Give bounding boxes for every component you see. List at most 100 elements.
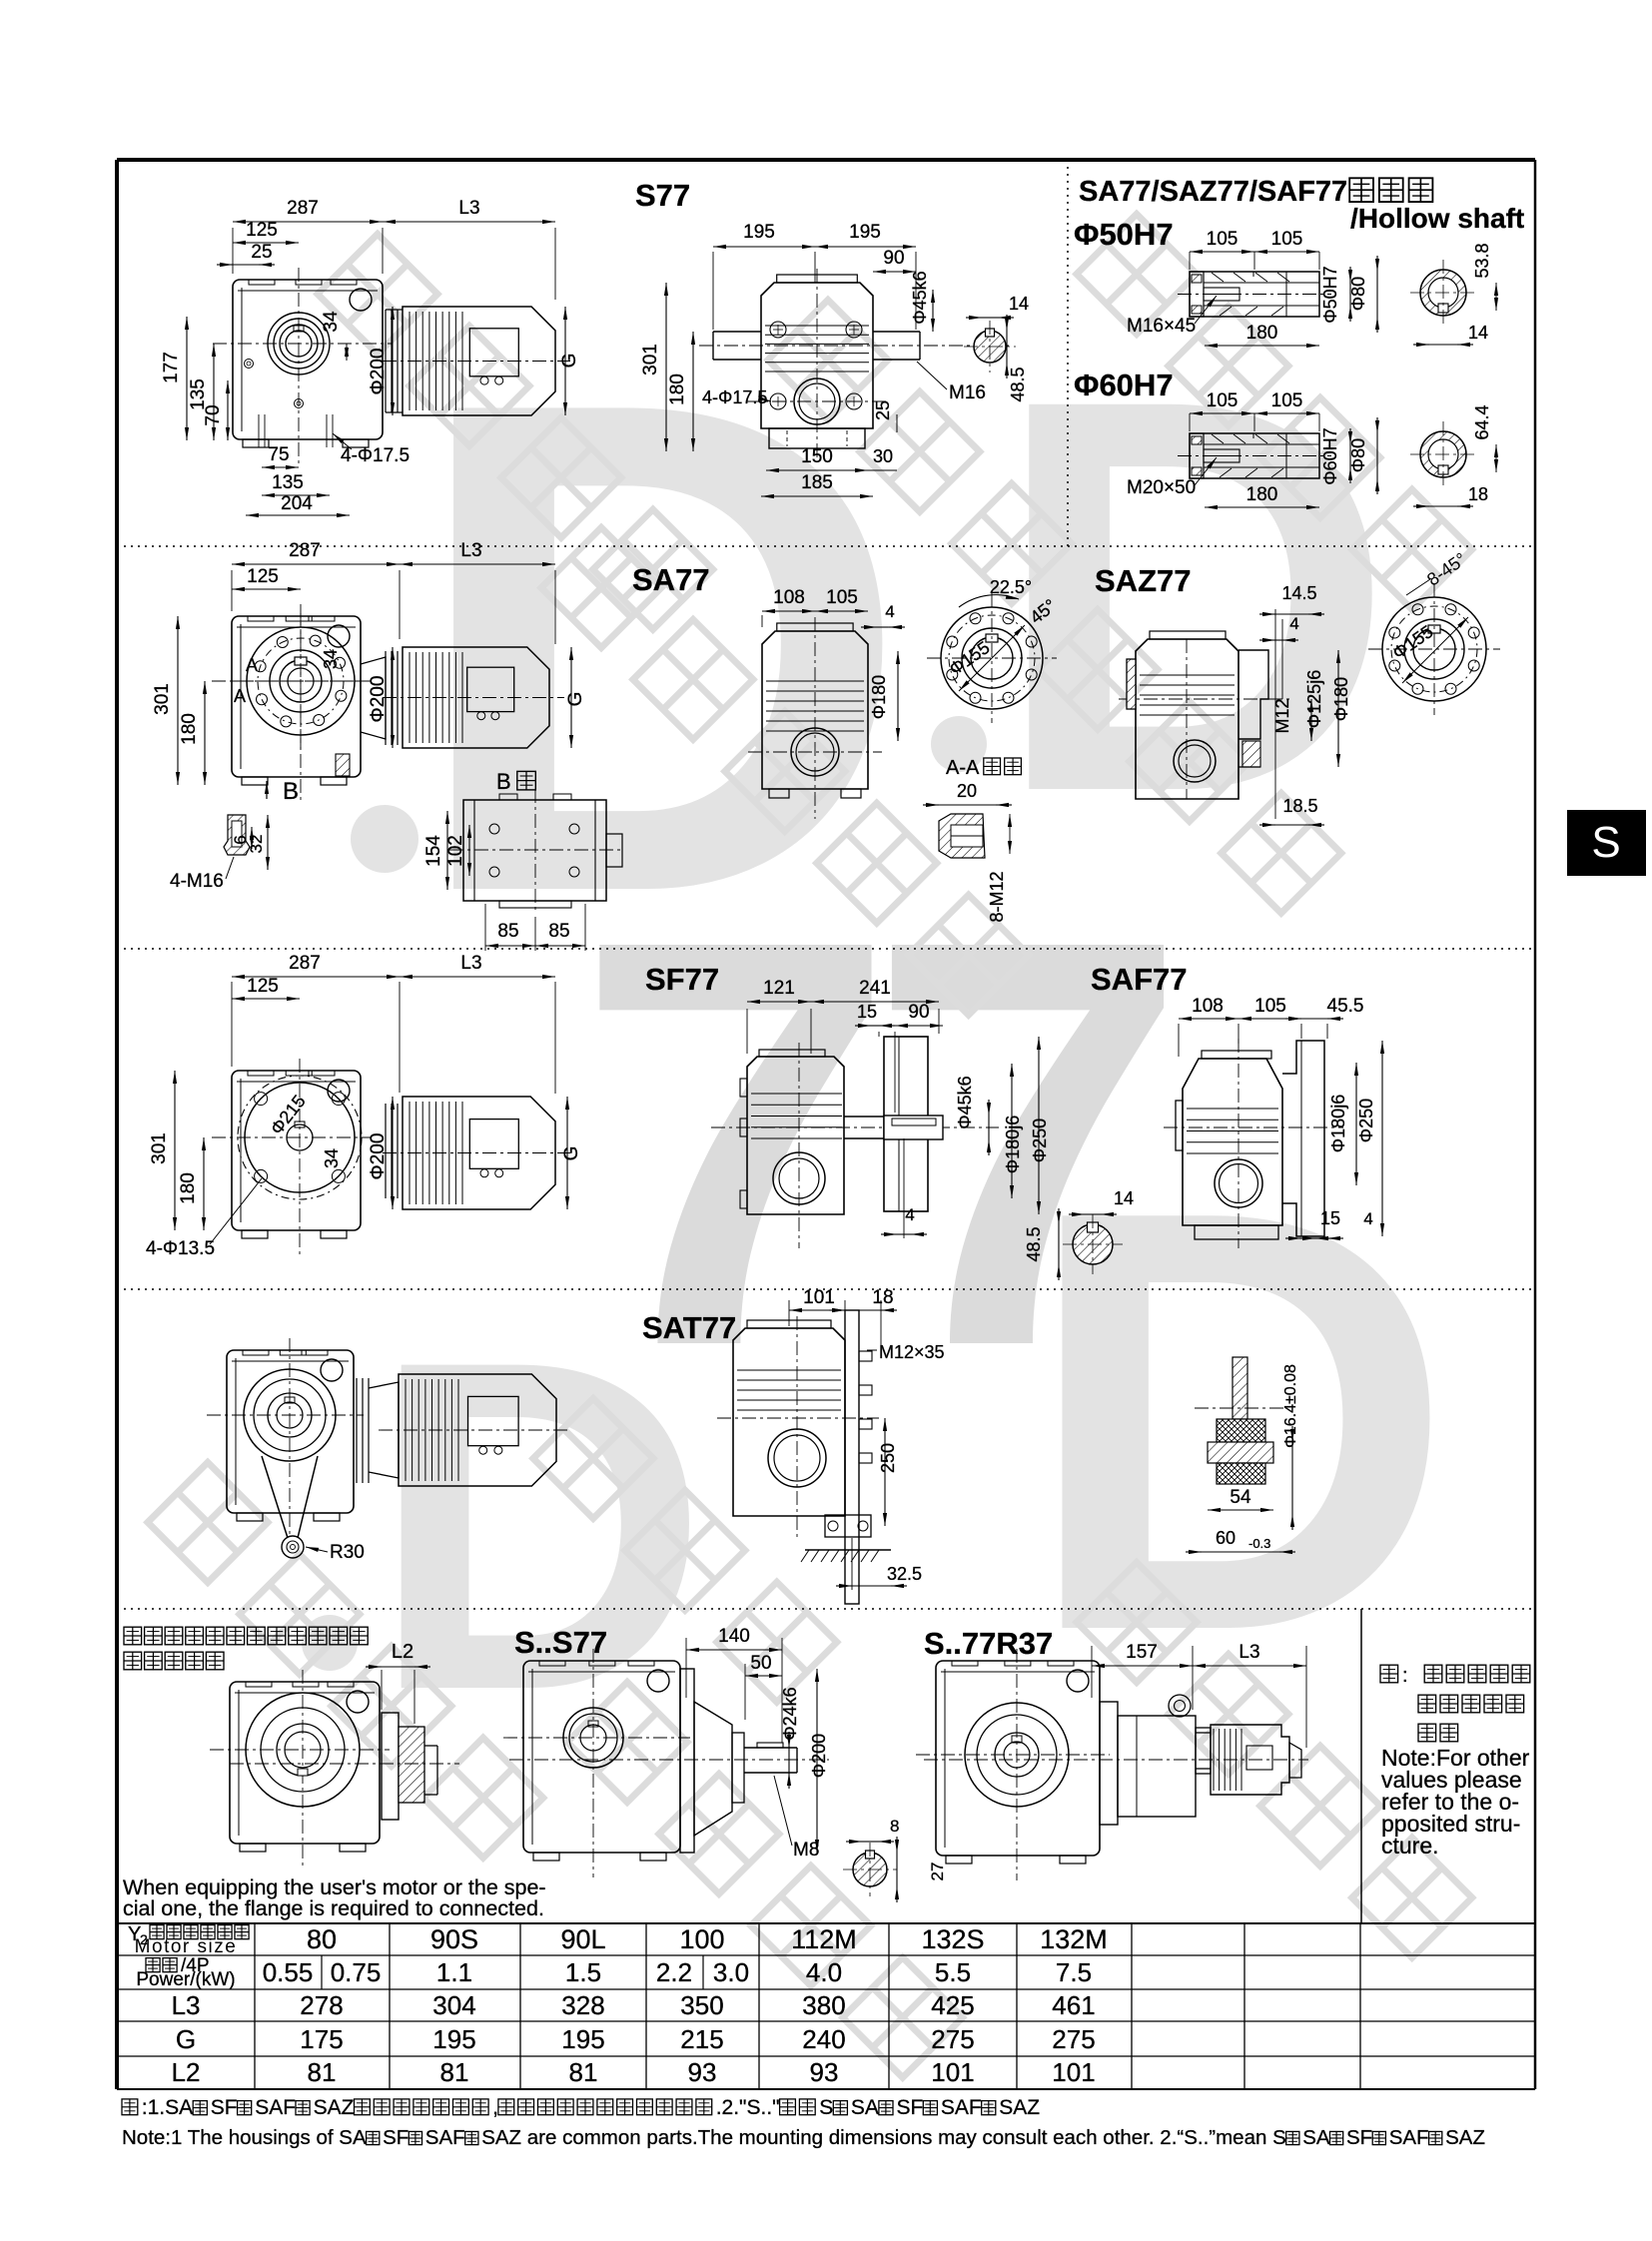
svg-text:195: 195 [849,222,881,243]
svg-text:values please: values please [1381,1767,1522,1793]
svg-text:195: 195 [561,2024,604,2054]
svg-text:53.8: 53.8 [1472,243,1492,278]
svg-text:S77: S77 [635,178,690,213]
svg-text:77: 77 [574,819,1166,1466]
svg-text:SAF: SAF [255,2096,296,2119]
svg-text:108: 108 [1192,996,1224,1017]
svg-text:328: 328 [561,1990,604,2020]
svg-text:15: 15 [1320,1208,1340,1228]
svg-text:132M: 132M [1040,1924,1108,1954]
svg-text:L3: L3 [460,540,481,561]
svg-text:461: 461 [1052,1990,1095,2020]
svg-text:32: 32 [247,835,266,854]
svg-text:SAT77: SAT77 [642,1310,736,1345]
svg-text:S: S [1591,818,1620,867]
svg-text:48.5: 48.5 [1008,367,1028,401]
svg-text:Φ80: Φ80 [1348,438,1368,472]
svg-text:Φ125j6: Φ125j6 [1304,670,1324,728]
svg-text:G: G [559,354,580,369]
svg-text:250: 250 [878,1443,898,1473]
svg-text:Φ200: Φ200 [368,1133,389,1180]
svg-text:Φ200: Φ200 [368,676,389,723]
svg-text:4-Φ13.5: 4-Φ13.5 [146,1238,215,1259]
svg-text:Note:For other: Note:For other [1381,1745,1530,1771]
svg-text:S: S [819,2096,833,2119]
svg-text:SAF: SAF [425,2126,465,2149]
svg-text:15: 15 [857,1002,877,1022]
svg-text:4: 4 [1289,614,1298,633]
svg-text:/Hollow shaft: /Hollow shaft [1350,203,1524,234]
svg-text:81: 81 [308,2057,337,2087]
svg-text:275: 275 [931,2024,974,2054]
svg-text:1.1: 1.1 [436,1957,472,1987]
svg-text:175: 175 [300,2024,343,2054]
svg-text:135: 135 [188,378,209,410]
svg-text:M8: M8 [793,1840,819,1861]
svg-text:14: 14 [1468,323,1488,343]
svg-text:M12×35: M12×35 [879,1342,945,1362]
svg-text:132S: 132S [921,1924,984,1954]
svg-text:6: 6 [231,835,250,844]
svg-text:157: 157 [1126,1642,1158,1663]
svg-text:185: 185 [801,472,833,493]
svg-text:105: 105 [1207,229,1239,250]
svg-text:100: 100 [679,1924,724,1954]
svg-text:50: 50 [750,1653,771,1674]
svg-text:101: 101 [803,1287,835,1308]
svg-text:20: 20 [957,781,977,801]
svg-text:195: 195 [743,222,775,243]
svg-text:30: 30 [873,446,893,466]
svg-text:SF: SF [383,2126,409,2149]
svg-text:4: 4 [905,1205,914,1224]
svg-text:112M: 112M [791,1924,857,1954]
svg-text:pposited stru-: pposited stru- [1381,1811,1520,1837]
svg-text:64.4: 64.4 [1472,404,1492,439]
svg-text:180: 180 [179,713,200,745]
svg-text:M12: M12 [1272,698,1292,733]
svg-text:Φ50H7: Φ50H7 [1074,217,1174,252]
svg-text:SF: SF [211,2096,238,2119]
svg-text:34: 34 [321,649,341,669]
svg-text:SAZ are common parts.The mount: SAZ are common parts.The mounting dimens… [481,2126,1286,2149]
svg-text:275: 275 [1052,2024,1095,2054]
svg-text:425: 425 [931,1990,974,2020]
svg-text:350: 350 [680,1990,723,2020]
svg-text:Y: Y [128,1923,141,1945]
svg-text:125: 125 [247,566,279,587]
svg-text:215: 215 [680,2024,723,2054]
svg-text:M16×45: M16×45 [1127,316,1196,337]
svg-text:22.5°: 22.5° [990,577,1032,597]
svg-text:SAF: SAF [1389,2126,1429,2149]
svg-text:SA77/SAZ77/SAF77: SA77/SAZ77/SAF77 [1079,176,1347,208]
svg-text:18.5: 18.5 [1282,796,1317,816]
svg-text:Φ60H7: Φ60H7 [1074,368,1174,402]
svg-text:101: 101 [1052,2057,1095,2087]
svg-text:G: G [561,1146,582,1161]
svg-text:14: 14 [1114,1188,1134,1208]
svg-text:240: 240 [802,2024,845,2054]
svg-text:2: 2 [140,1931,148,1947]
svg-text:105: 105 [1271,390,1303,411]
svg-text:8-M12: 8-M12 [987,871,1007,922]
svg-text:SAZ: SAZ [314,2096,355,2119]
svg-text:27: 27 [928,1863,947,1881]
svg-text:105: 105 [1271,229,1303,250]
svg-text:93: 93 [688,2057,717,2087]
svg-text:SAZ: SAZ [999,2096,1040,2119]
svg-text:G: G [565,692,586,707]
svg-text:25: 25 [873,400,893,420]
svg-text:3.0: 3.0 [713,1957,749,1987]
svg-text:Φ50H7: Φ50H7 [1320,266,1340,323]
svg-text:90: 90 [883,248,904,269]
svg-text:241: 241 [859,978,891,999]
svg-text:/4P: /4P [181,1955,210,1976]
svg-text:Φ16.4±0.08: Φ16.4±0.08 [1282,1364,1299,1448]
svg-text:A: A [234,686,246,706]
svg-text:Φ250: Φ250 [1030,1119,1050,1162]
svg-text:R30: R30 [330,1542,365,1563]
svg-text:1.5: 1.5 [565,1957,601,1987]
svg-text:L3: L3 [1239,1642,1259,1663]
svg-text:Motor size: Motor size [135,1936,238,1957]
svg-text:380: 380 [802,1990,845,2020]
svg-text:80: 80 [307,1924,337,1954]
